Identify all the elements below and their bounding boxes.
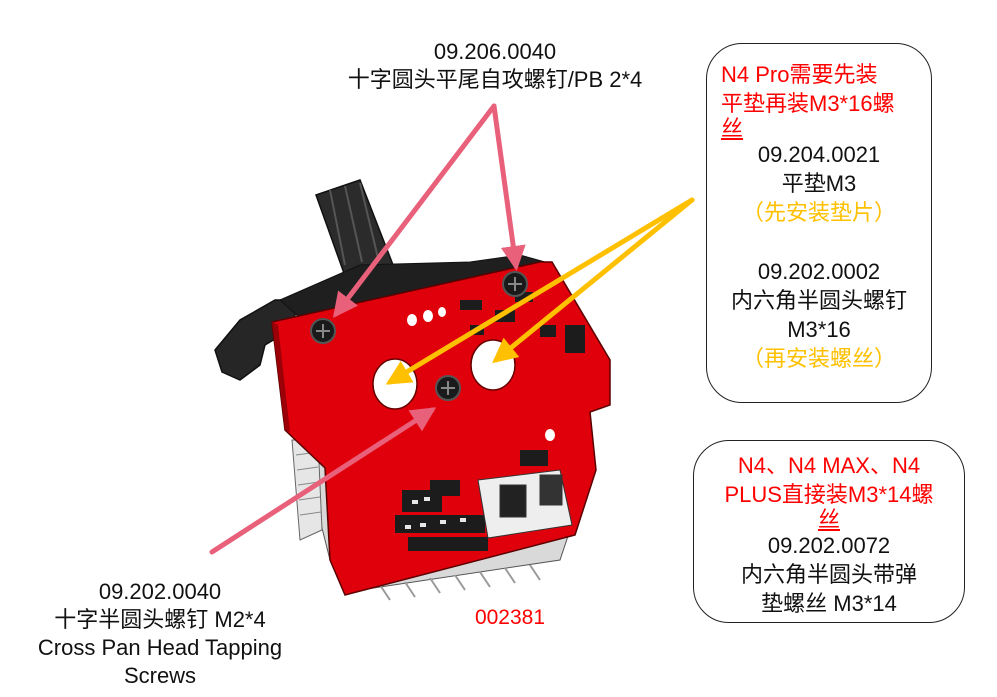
screw-top-right <box>502 271 528 297</box>
screw-m3-16-desc-line1: 内六角半圆头螺钉 <box>730 288 907 313</box>
bottom-screw-desc: 十字半圆头螺钉 M2*4 <box>54 607 266 632</box>
screw-top-left <box>310 318 336 344</box>
screw-m3-14-desc-line1: 内六角半圆头带弹 <box>740 562 917 587</box>
bottom-screw-part-no: 09.202.0040 <box>98 579 222 604</box>
max-note-line1: N4、N4 MAX、N4 <box>737 453 921 478</box>
pro-note-line3: 丝 <box>721 116 744 141</box>
screw-m3-14-desc-line2: 垫螺丝 M3*14 <box>761 591 897 616</box>
screw-m3-16-part-no: 09.202.0002 <box>757 259 881 284</box>
max-note-line3: 丝 <box>817 507 840 532</box>
top-screw-part-no: 09.206.0040 <box>433 39 557 64</box>
bottom-screw-en-line1: Cross Pan Head Tapping <box>37 635 283 660</box>
pro-note-line1: N4 Pro需要先装 <box>721 62 878 87</box>
screw-m3-14-part-no: 09.202.0072 <box>767 533 891 558</box>
bottom-screw-en-line2: Screws <box>123 663 197 688</box>
red-pcb <box>271 261 611 596</box>
max-note-line2: PLUS直接装M3*14螺 <box>724 482 934 507</box>
screw-center <box>435 375 461 401</box>
washer-step: （先安装垫片） <box>741 200 896 225</box>
washer-desc: 平垫M3 <box>781 171 857 196</box>
screw-m3-16-desc-line2: M3*16 <box>787 317 851 342</box>
gold-arrows <box>385 197 695 385</box>
top-screw-desc: 十字圆头平尾自攻螺钉/PB 2*4 <box>347 67 643 92</box>
max-callout-box: N4、N4 MAX、N4 PLUS直接装M3*14螺 丝 09.202.0072… <box>693 440 965 623</box>
drawing-number: 002381 <box>474 606 546 629</box>
top-screw-label: 09.206.0040 十字圆头平尾自攻螺钉/PB 2*4 <box>320 38 670 94</box>
bottom-screw-label: 09.202.0040 十字半圆头螺钉 M2*4 Cross Pan Head … <box>10 578 310 690</box>
screw-m3-16-step: （再安装螺丝） <box>741 346 896 371</box>
pro-callout-box: N4 Pro需要先装 平垫再装M3*16螺 丝 09.204.0021 平垫M3… <box>706 43 932 403</box>
pink-arrows <box>209 103 526 555</box>
washer-part-no: 09.204.0021 <box>757 142 881 167</box>
pro-note-line2: 平垫再装M3*16螺 <box>721 91 895 116</box>
mounting-hole-left <box>372 358 418 410</box>
